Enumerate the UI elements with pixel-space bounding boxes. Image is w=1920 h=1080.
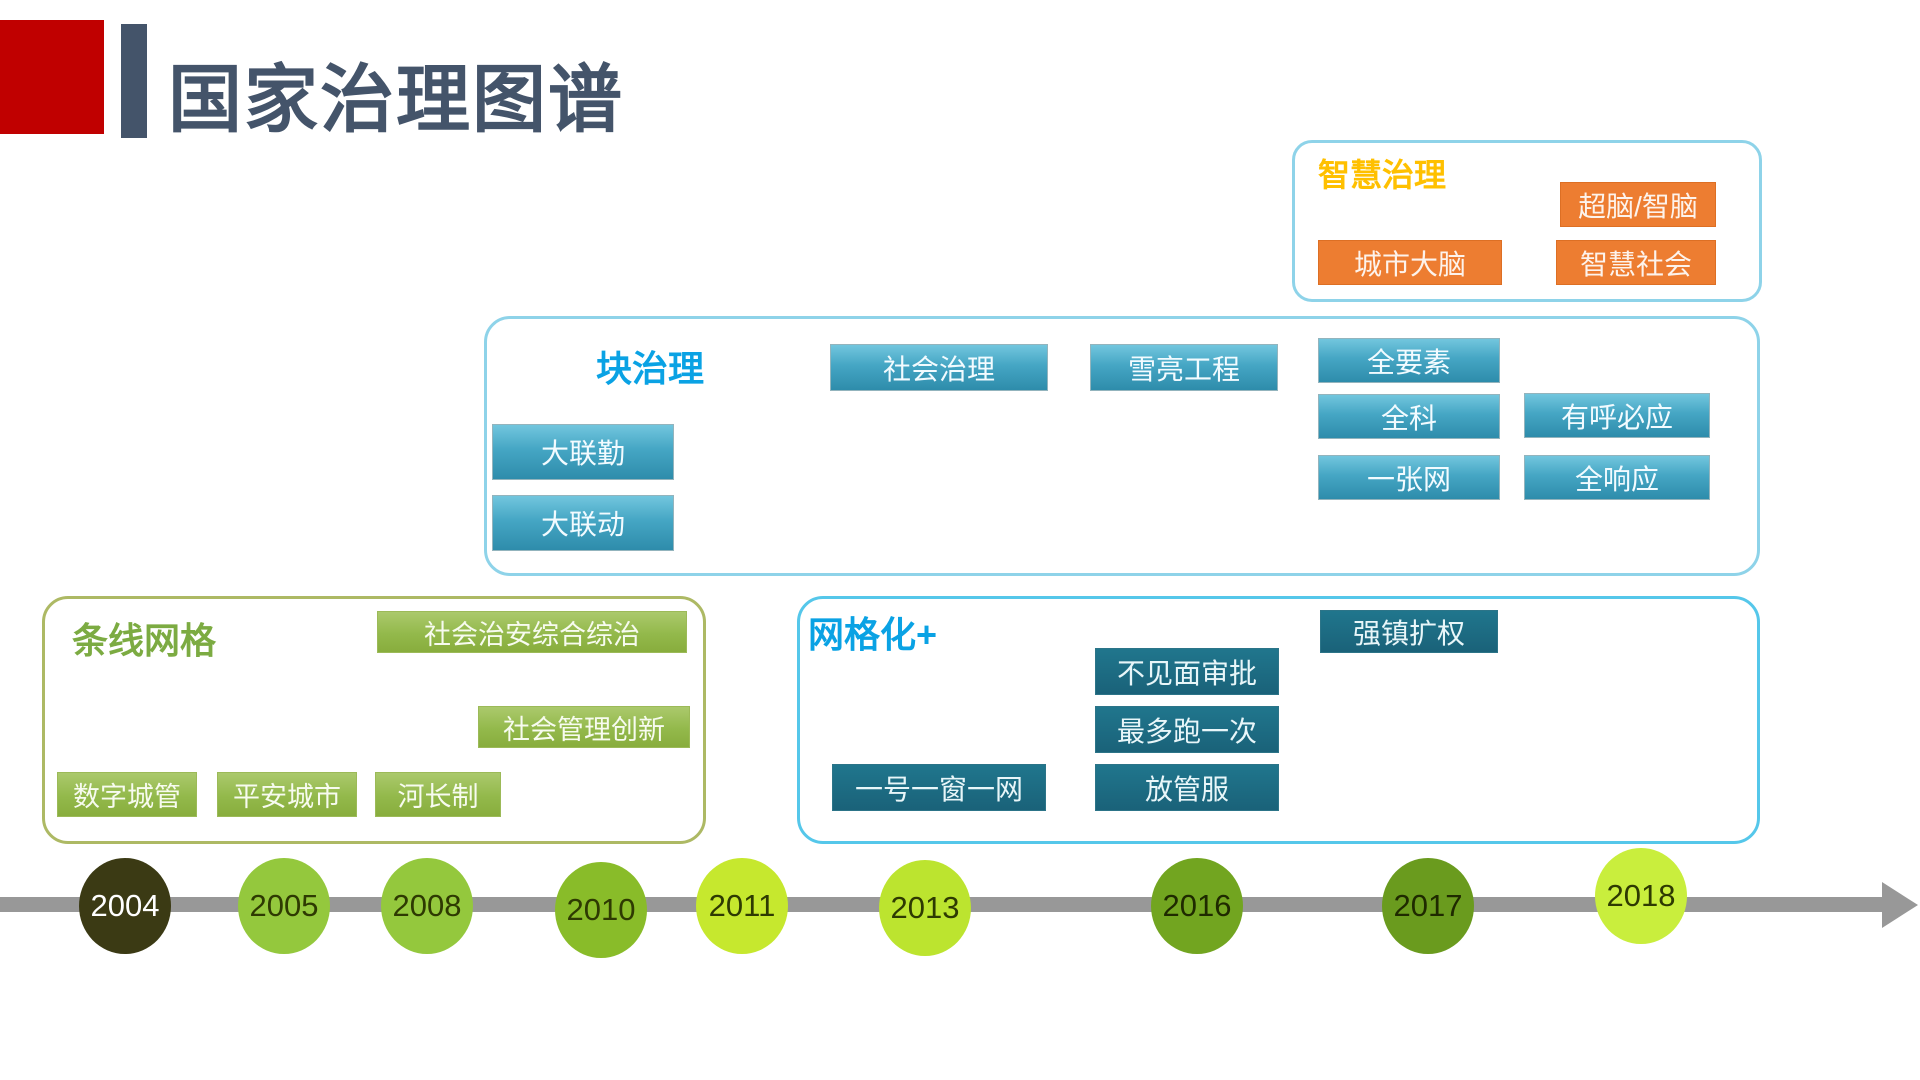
title-accent-bar [121,24,147,138]
chip-one-network: 一张网 [1318,455,1500,500]
year-node-2010: 2010 [555,862,647,958]
year-node-2004: 2004 [79,858,171,954]
chip-one-id-one-window-one-network: 一号一窗一网 [832,764,1046,811]
chip-full-response: 全响应 [1524,455,1710,500]
group-title-line-grid: 条线网格 [72,620,217,661]
chip-social-management-innovation: 社会管理创新 [478,706,690,748]
year-node-2011: 2011 [696,858,788,954]
year-node-2016: 2016 [1151,858,1243,954]
chip-safe-city: 平安城市 [217,772,357,817]
chip-super-brain: 超脑/智脑 [1560,182,1716,227]
chip-all-elements: 全要素 [1318,338,1500,383]
group-title-block-governance: 块治理 [596,348,705,389]
chip-run-once-at-most: 最多跑一次 [1095,706,1279,753]
group-title-grid-plus: 网格化+ [808,614,938,655]
year-node-2005: 2005 [238,858,330,954]
chip-respond-to-every-call: 有呼必应 [1524,393,1710,438]
year-node-2008: 2008 [381,858,473,954]
chip-comprehensive-public-security: 社会治安综合综治 [377,611,687,653]
chip-smart-society: 智慧社会 [1556,240,1716,285]
red-accent-square [0,20,104,134]
chip-sharp-eyes-project: 雪亮工程 [1090,344,1278,391]
year-node-2017: 2017 [1382,858,1474,954]
chip-city-brain: 城市大脑 [1318,240,1502,285]
chip-strong-town-empowerment: 强镇扩权 [1320,610,1498,653]
chip-river-chief-system: 河长制 [375,772,501,817]
chip-digital-city-management: 数字城管 [57,772,197,817]
timeline-arrowhead-icon [1882,882,1918,928]
chip-joint-duty: 大联勤 [492,424,674,480]
chip-social-governance: 社会治理 [830,344,1048,391]
chip-all-round: 全科 [1318,394,1500,439]
group-title-smart-governance: 智慧治理 [1318,157,1447,193]
chip-joint-action: 大联动 [492,495,674,551]
chip-no-meeting-approval: 不见面审批 [1095,648,1279,695]
chip-streamline-administration: 放管服 [1095,764,1279,811]
year-node-2013: 2013 [879,860,971,956]
year-node-2018: 2018 [1595,848,1687,944]
page-title: 国家治理图谱 [168,58,624,141]
